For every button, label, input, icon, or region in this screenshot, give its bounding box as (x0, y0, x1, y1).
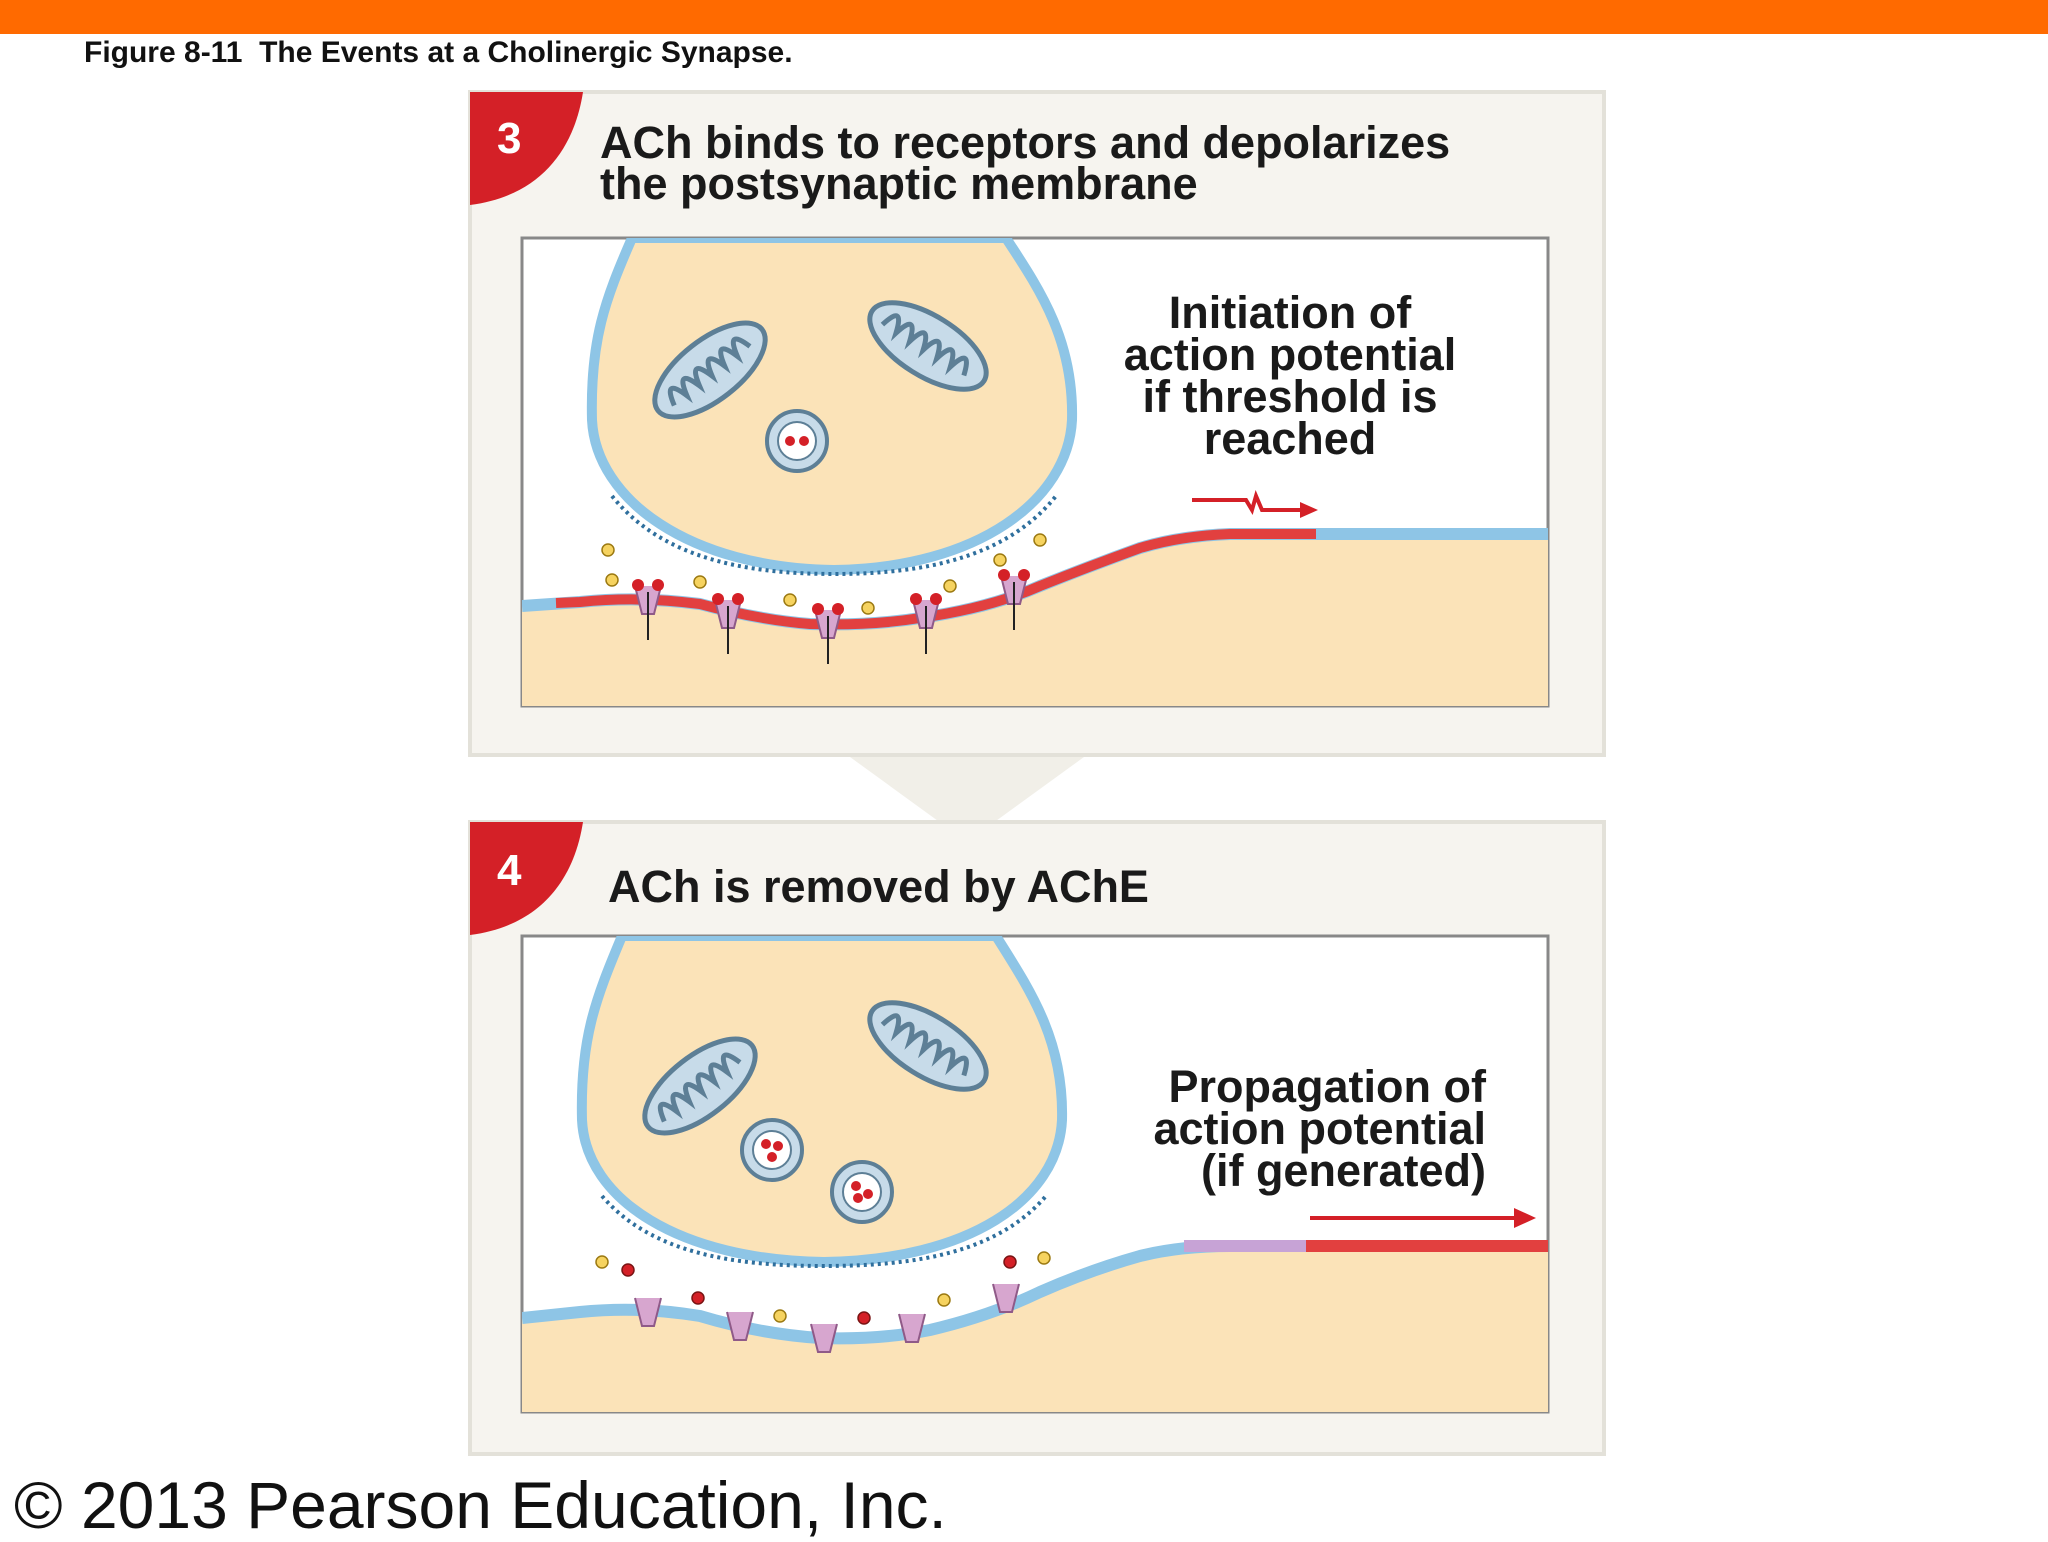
arrow-head (1514, 1208, 1536, 1228)
copyright-notice: © 2013 Pearson Education, Inc. (14, 1468, 947, 1542)
mitochondrion (642, 1036, 758, 1136)
step-connector-arrow (850, 757, 1084, 842)
step3-label: Initiation of action potential if thresh… (1080, 287, 1500, 464)
step3-badge (470, 92, 583, 205)
step4-label: Propagation of action potential (if gene… (1080, 1061, 1486, 1196)
axon-terminal (586, 238, 1078, 576)
presynaptic-membrane-fold (600, 1194, 1048, 1269)
ach-receptor (712, 593, 744, 654)
step3-label-line: action potential (1123, 329, 1457, 380)
ach-receptor (812, 603, 844, 664)
step4-label-line: (if generated) (1200, 1145, 1486, 1196)
ach-receptor (898, 1313, 926, 1343)
ach-receptor (634, 1297, 662, 1327)
step4-label-line: Propagation of (1168, 1061, 1486, 1112)
mitochondrion (867, 300, 989, 392)
ach-molecules (601, 533, 1047, 615)
step3-title: ACh binds to receptors and depolarizes t… (600, 117, 1451, 209)
ach-receptor (726, 1311, 754, 1341)
step4-title: ACh is removed by AChE (608, 861, 1149, 912)
mitochondrion (652, 320, 768, 420)
step4-badge (470, 822, 583, 935)
step4-synapse (522, 936, 1548, 1412)
postsynaptic-cell (522, 534, 1548, 706)
step3-label-line: if threshold is (1142, 371, 1438, 422)
step3-label-line: Initiation of (1168, 287, 1412, 338)
ach-receptor (632, 579, 664, 640)
ach-receptor (810, 1323, 838, 1353)
synaptic-vesicle (740, 1118, 804, 1182)
step3-label-line: reached (1203, 413, 1377, 464)
postsynaptic-cell (522, 1246, 1548, 1412)
step3-title-line1: ACh binds to receptors and depolarizes (600, 117, 1451, 168)
ach-receptor (992, 1283, 1020, 1313)
step4-number: 4 (497, 846, 522, 895)
synaptic-vesicle (765, 409, 829, 473)
step3-synapse (522, 238, 1548, 706)
presynaptic-membrane-fold (610, 494, 1058, 577)
action-potential-arrow (1192, 490, 1310, 515)
mitochondrion (867, 1000, 989, 1092)
ach-receptor (910, 593, 942, 654)
step4-label-line: action potential (1153, 1103, 1486, 1154)
ach-receptor (998, 569, 1030, 630)
step3-number: 3 (497, 114, 522, 163)
synaptic-vesicle (830, 1160, 894, 1224)
top-accent-bar (0, 0, 2048, 34)
postsynaptic-membrane (522, 1240, 1548, 1345)
step3-title-line2: the postsynaptic membrane (600, 158, 1198, 209)
figure-caption: Figure 8-11 The Events at a Cholinergic … (84, 36, 793, 69)
step4-title-line1: ACh is removed by AChE (608, 861, 1149, 912)
arrow-head (1300, 502, 1318, 518)
ach-fragments (595, 1251, 1051, 1325)
